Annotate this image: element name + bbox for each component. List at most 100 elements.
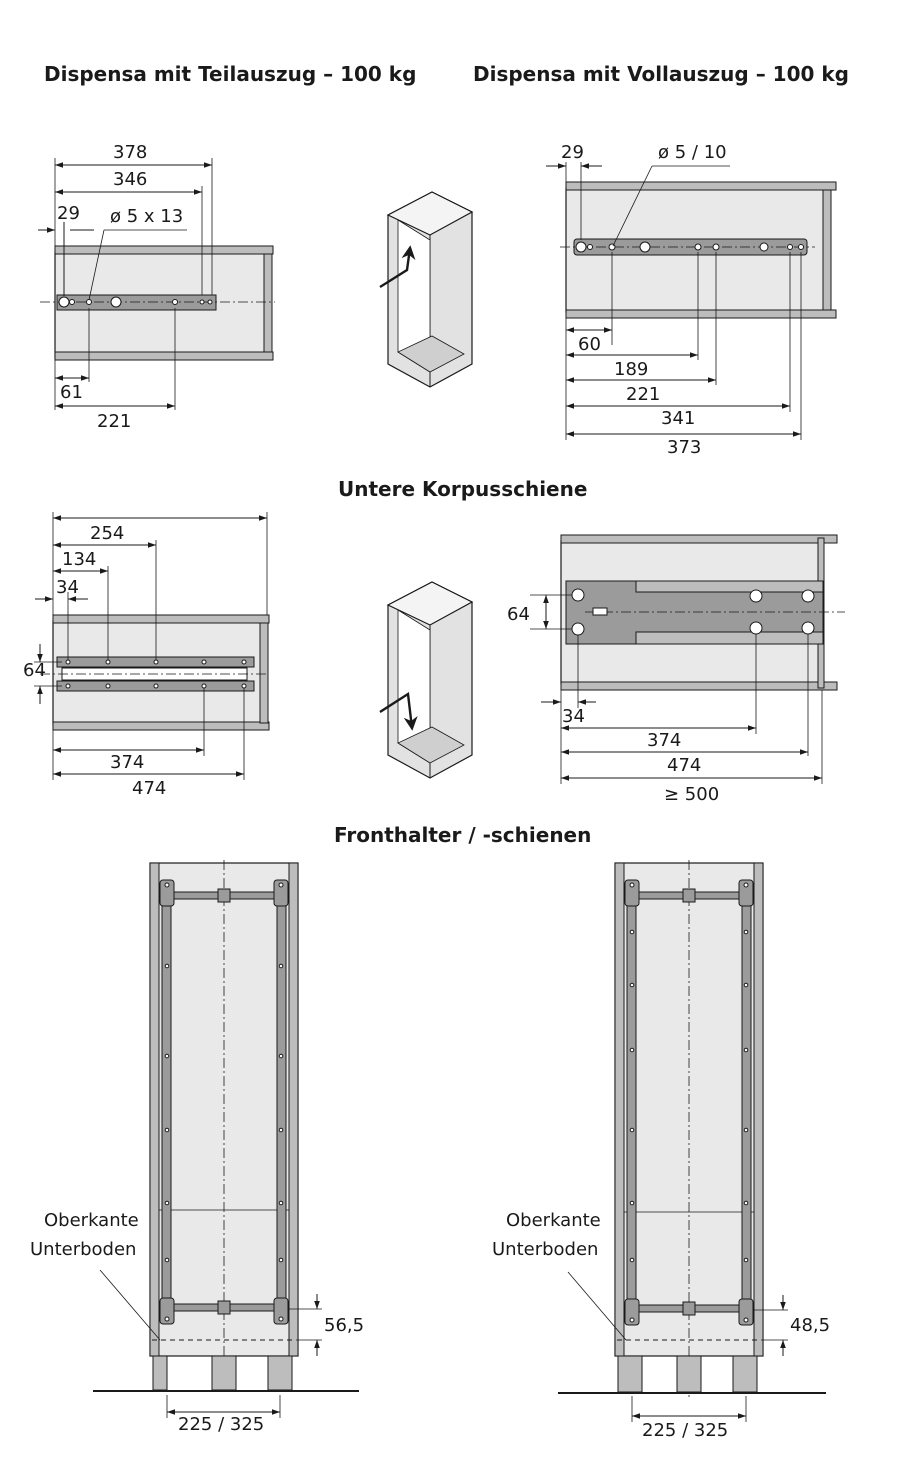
rail-hole [199,299,205,305]
dimension-374: 374 [110,752,144,773]
cabinet-foot [267,1355,293,1391]
dimension-61: 61 [60,382,83,403]
rail-hole [58,296,70,308]
dimension-374: 374 [647,730,681,751]
label-lower-floor: Unterboden [492,1239,598,1260]
vertical-rail-right [276,894,287,1313]
cabinet-foot [152,1355,168,1391]
label-lower-floor: Unterboden [30,1239,136,1260]
heading-partial-extension: Dispensa mit Teilauszug – 100 kg [44,62,416,86]
rail-hole [787,244,793,250]
vertical-rail-left [626,891,637,1315]
dimension-60: 60 [578,334,601,355]
hole-diameter-label: ø 5 x 13 [110,206,183,227]
cabinet-isometric-lower [379,581,474,779]
dimension-min-500: ≥ 500 [664,784,719,805]
cabinet-bottom-panel [560,681,838,691]
heading-front-holder: Fronthalter / -schienen [334,823,591,847]
dimension-346: 346 [113,169,147,190]
bracket [159,879,175,907]
bracket [273,1297,289,1325]
dimension-378: 378 [113,142,147,163]
dimension-29: 29 [561,142,584,163]
dimension-221: 221 [626,384,660,405]
dimension-225-325: 225 / 325 [178,1414,264,1435]
cabinet-top-panel [560,534,838,544]
bracket [624,879,640,907]
cabinet-top-panel [52,614,270,624]
rail-hole [86,299,92,305]
dimension-134: 134 [62,549,96,570]
dimension-48-5: 48,5 [790,1315,830,1336]
dimension-34: 34 [56,577,79,598]
full-extension-drawing: 29 ø 5 / 10 60 189 221 341 373 [546,142,837,458]
lower-rail-right-drawing: 64 34 374 474 ≥ 500 [507,534,845,805]
bracket [738,1298,754,1326]
top-rail [56,294,217,311]
rail-hole [69,299,75,305]
cabinet-bottom-panel [54,351,274,361]
rail-screw [571,622,585,636]
cabinet-back-panel [822,189,832,311]
rail-screw [571,588,585,602]
cabinet-foot [211,1355,237,1391]
cabinet-bottom-panel [52,721,270,731]
bracket [624,1298,640,1326]
bracket [738,879,754,907]
rail-hole [575,241,587,253]
cabinet-foot [617,1355,643,1393]
dimension-56-5: 56,5 [324,1315,364,1336]
rail-screw [801,589,815,603]
leader-line [567,1271,627,1341]
cabinet-foot [732,1355,758,1393]
rail-screw [801,621,815,635]
rail-hole [587,244,593,250]
rail-hole [207,299,213,305]
cabinet-bottom-panel [565,309,837,319]
dimension-474: 474 [132,778,166,799]
dimension-64: 64 [507,604,530,625]
dimension-225-325: 225 / 325 [642,1420,728,1441]
bracket [159,1297,175,1325]
dimension-254: 254 [90,523,124,544]
vertical-rail-left [161,894,172,1313]
rail-hole [712,243,720,251]
bracket [273,879,289,907]
front-holder-right-drawing: Oberkante Unterboden 48,5 225 / 325 [492,860,830,1441]
cabinet-isometric-partial [379,191,474,388]
dimension-64: 64 [23,660,46,681]
rail-hole [608,243,616,251]
cabinet-top-panel [565,181,837,191]
rail-screw [749,621,763,635]
leader-line [612,165,653,247]
rail-hole [110,296,122,308]
rail-hole [639,241,651,253]
dimension-341: 341 [661,408,695,429]
cabinet-top-panel [54,245,274,255]
rail-hole [694,243,702,251]
rail-screw [749,589,763,603]
cabinet-back-panel [259,622,269,724]
vertical-rail-right [741,891,752,1315]
cabinet-back-panel [263,253,273,353]
hole-diameter-label: ø 5 / 10 [658,142,727,163]
front-holder-left-drawing: Oberkante Unterboden 56,5 225 / 325 [30,860,364,1435]
label-lower-floor-top-edge: Oberkante [44,1210,139,1231]
rail-hole [759,242,769,252]
lower-rail-left-drawing: 254 134 34 64 374 474 [23,512,270,799]
dimension-29: 29 [57,203,80,224]
cabinet-foot [676,1355,702,1393]
dimension-34: 34 [562,706,585,727]
dimension-189: 189 [614,359,648,380]
leader-line [88,229,105,301]
dimension-373: 373 [667,437,701,458]
rail-hole [798,244,804,250]
dimension-221: 221 [97,411,131,432]
label-lower-floor-top-edge: Oberkante [506,1210,601,1231]
dimension-474: 474 [667,755,701,776]
heading-lower-rail: Untere Korpusschiene [338,477,587,501]
partial-extension-drawing: 378 346 29 ø 5 x 13 61 221 [38,142,275,432]
rail-hole [172,299,178,305]
heading-full-extension: Dispensa mit Vollauszug – 100 kg [473,62,849,86]
